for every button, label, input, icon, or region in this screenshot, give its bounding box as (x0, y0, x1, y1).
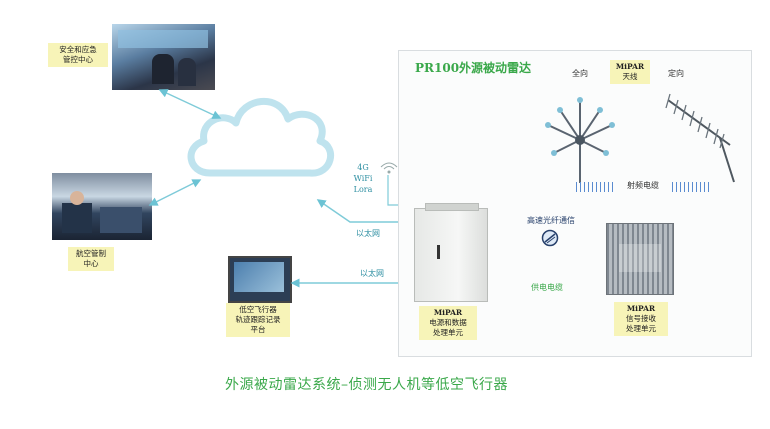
power-data-cabinet (414, 203, 488, 302)
omni-label: 全向 (572, 69, 588, 78)
directional-label: 定向 (668, 69, 684, 78)
atc-center-label: 航空管制 中心 (68, 247, 114, 271)
signal-unit-label: MiPAR 信号接收 处理单元 (614, 302, 668, 336)
antenna-label: MiPAR 天线 (610, 60, 650, 84)
cloud-icon (187, 98, 334, 177)
omni-antenna-icon (545, 97, 615, 183)
fiber-label: 高速光纤通信 (527, 216, 575, 225)
antenna-brand: MiPAR (615, 62, 645, 71)
power-data-name: 电源和数据 处理单元 (429, 318, 467, 337)
diagram-caption: 外源被动雷达系统–侦测无人机等低空飞行器 (225, 377, 508, 393)
signal-waves-right (672, 182, 710, 192)
fiber-coupler-icon (541, 229, 559, 247)
antenna-name: 天线 (622, 72, 638, 81)
signal-unit-name: 信号接收 处理单元 (626, 314, 656, 333)
tracking-screen-photo (228, 256, 292, 303)
link-atc-cloud (148, 179, 202, 206)
link-safety-cloud (158, 89, 222, 119)
directional-antenna-icon (665, 93, 735, 183)
rf-cable-label: 射频电缆 (627, 181, 659, 190)
panel-title: PR100外源被动雷达 (415, 61, 532, 75)
signal-unit-brand: MiPAR (626, 304, 656, 313)
control-room-photo (112, 24, 215, 90)
wireless-label: 4G WiFi Lora (353, 163, 373, 194)
power-data-brand: MiPAR (433, 308, 463, 317)
tracking-platform-label: 低空飞行器 轨迹跟踪记录 平台 (226, 303, 290, 337)
wifi-icon (380, 162, 398, 174)
link-cloud-unit (316, 199, 410, 223)
signal-waves-left (576, 182, 614, 192)
ethernet-label-1: 以太网 (356, 229, 380, 238)
atc-room-photo (52, 173, 152, 240)
safety-center-label: 安全和应急 管控中心 (48, 43, 108, 67)
power-data-label: MiPAR 电源和数据 处理单元 (419, 306, 477, 340)
signal-receiver-unit (606, 223, 674, 295)
power-cable-label: 供电电缆 (531, 283, 563, 292)
ethernet-label-2: 以太网 (360, 269, 384, 278)
